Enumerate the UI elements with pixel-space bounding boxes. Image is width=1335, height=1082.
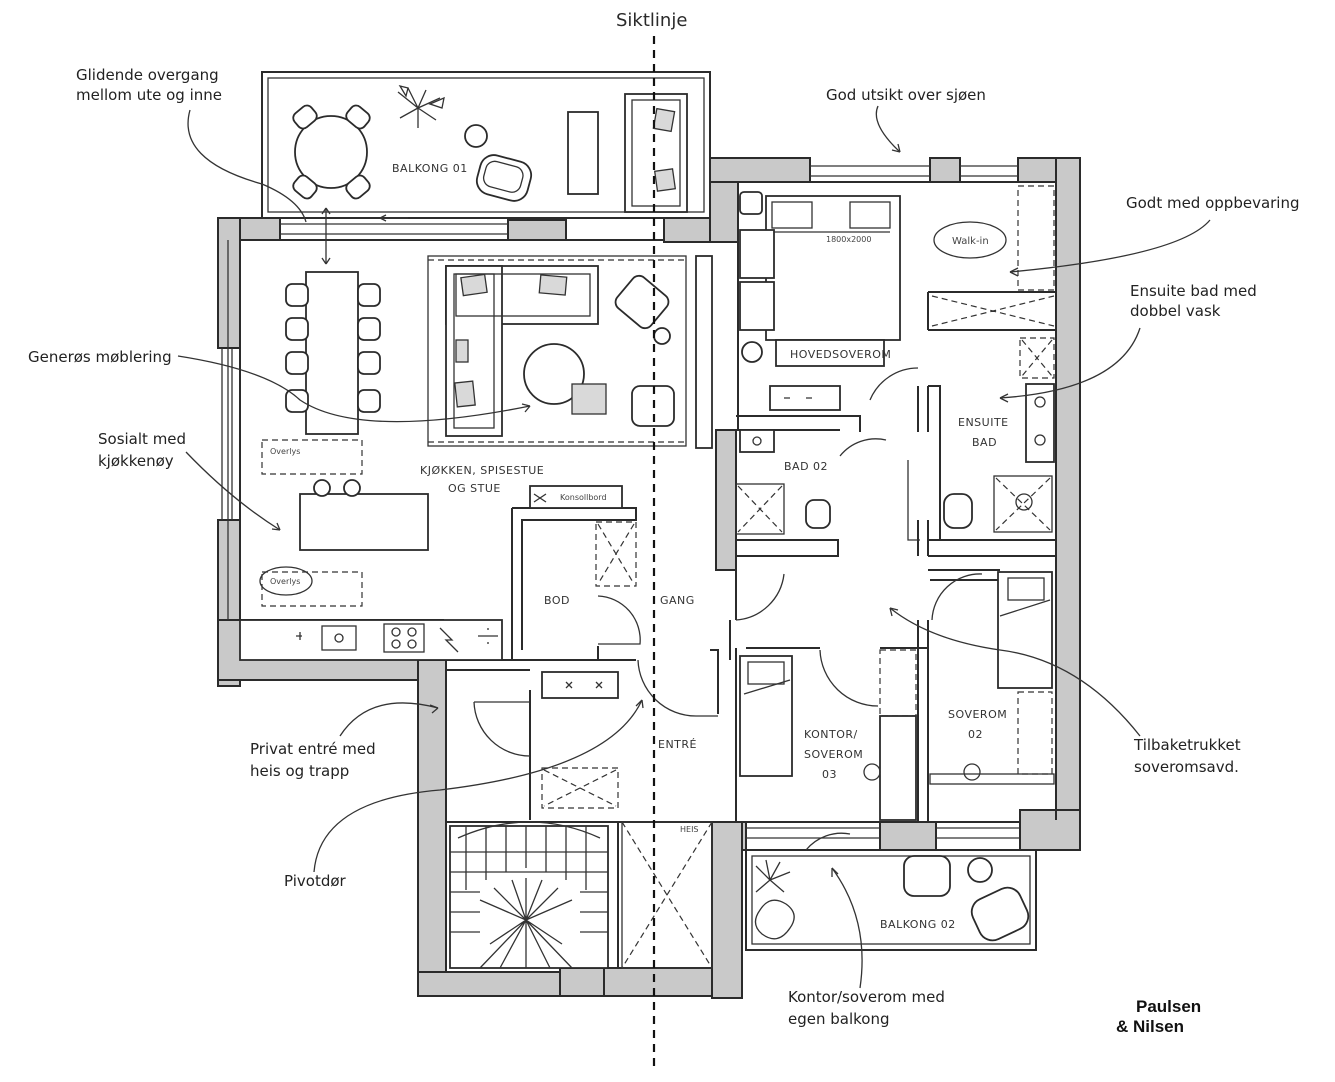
- bed-size-label: 1800x2000: [826, 235, 871, 244]
- room-label-ensuite-1: ENSUITE: [958, 416, 1009, 429]
- living-kitchen: Overlys Overlys: [239, 255, 713, 661]
- note-entrance-1: Privat entré med: [250, 740, 376, 758]
- room-label-hall: GANG: [660, 594, 695, 607]
- room-label-living-1: KJØKKEN, SPISESTUE: [420, 464, 544, 477]
- room-label-master: HOVEDSOVEROM: [790, 348, 891, 361]
- room-label-storage: BOD: [544, 594, 570, 607]
- brand-line-1: Paulsen: [1136, 997, 1201, 1016]
- note-sliding-2: mellom ute og inne: [76, 86, 222, 104]
- room-label-bedroom-02-2: 02: [968, 728, 983, 741]
- note-entrance-2: heis og trapp: [250, 762, 349, 780]
- note-storage: Godt med oppbevaring: [1126, 194, 1300, 212]
- bedrooms-lower: SOVEROM 02 KONTOR/ SOVEROM 03: [735, 571, 1055, 821]
- room-label-living-2: OG STUE: [448, 482, 501, 495]
- staircase: HEIS: [449, 821, 713, 969]
- bathrooms: ENSUITE BAD BAD 02: [735, 337, 1055, 541]
- note-island-2: kjøkkenøy: [98, 452, 174, 470]
- note-bedroom-wing-1: Tilbaketrukket: [1133, 736, 1241, 754]
- room-label-balcony-02: BALKONG 02: [880, 918, 956, 931]
- annotations: Glidende overgang mellom ute og inne God…: [28, 66, 1300, 1036]
- console-label: Konsollbord: [560, 493, 607, 502]
- note-view: God utsikt over sjøen: [826, 86, 986, 104]
- room-label-balcony-01: BALKONG 01: [392, 162, 468, 175]
- note-bedroom-wing-2: soveromsavd.: [1134, 758, 1239, 776]
- sight-axis-label: Siktlinje: [616, 10, 687, 31]
- note-ensuite-2: dobbel vask: [1130, 302, 1221, 320]
- walkin-label: Walk-in: [952, 236, 989, 247]
- balcony-01: BALKONG 01: [261, 71, 711, 222]
- brand-line-2: & Nilsen: [1116, 1017, 1184, 1036]
- skylight-label-1: Overlys: [270, 447, 300, 456]
- sight-axis: Siktlinje: [616, 10, 687, 1066]
- cooktop-icon: [383, 623, 425, 653]
- note-ensuite-1: Ensuite bad med: [1130, 282, 1257, 300]
- entry-area: BOD GANG ENTRÉ: [473, 521, 718, 809]
- room-label-office-2: SOVEROM: [804, 748, 863, 761]
- room-label-entry: ENTRÉ: [658, 738, 697, 751]
- room-label-office-3: 03: [822, 768, 837, 781]
- balcony-02: BALKONG 02: [745, 832, 1037, 951]
- note-furnishing: Generøs møblering: [28, 348, 172, 366]
- room-label-bedroom-02-1: SOVEROM: [948, 708, 1007, 721]
- master-bedroom: 1800x2000 HOVEDSOVEROM Walk-in: [739, 185, 1055, 411]
- note-island-1: Sosialt med: [98, 430, 186, 448]
- note-sliding-1: Glidende overgang: [76, 66, 219, 84]
- note-pivot: Pivotdør: [284, 872, 347, 890]
- room-label-office-1: KONTOR/: [804, 728, 858, 741]
- plant-icon: [397, 84, 445, 128]
- lift-shaft: HEIS: [621, 821, 713, 969]
- room-label-bath-02: BAD 02: [784, 460, 828, 473]
- note-office-balcony-1: Kontor/soverom med: [788, 988, 945, 1006]
- skylight-label-2: Overlys: [270, 577, 300, 586]
- plant-icon: [755, 859, 791, 893]
- lift-label: HEIS: [680, 825, 699, 834]
- windows: [221, 165, 1020, 839]
- note-office-balcony-2: egen balkong: [788, 1010, 890, 1028]
- room-label-ensuite-2: BAD: [972, 436, 997, 449]
